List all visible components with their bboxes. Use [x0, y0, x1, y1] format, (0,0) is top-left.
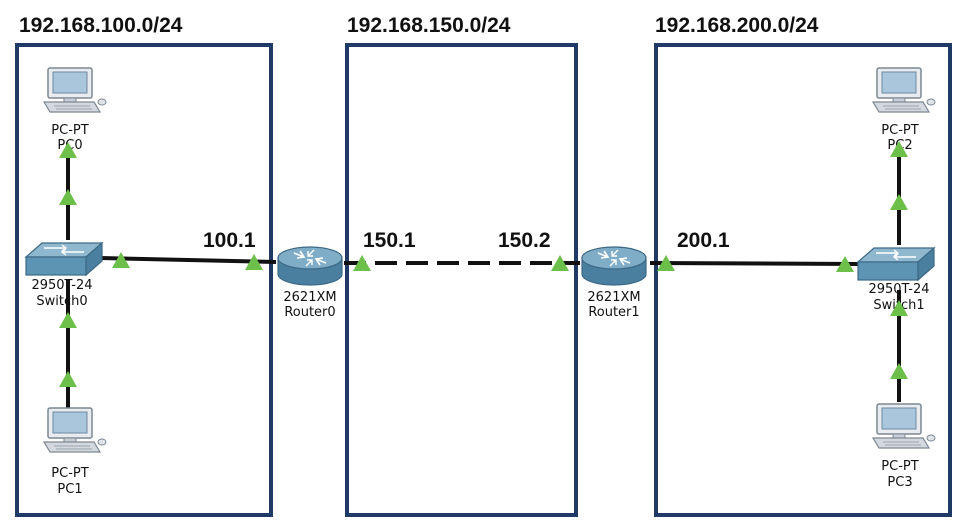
pc-icon — [872, 67, 936, 113]
router1-name: Router1 — [588, 305, 639, 320]
port-up-icon — [890, 141, 908, 157]
port-up-icon — [112, 252, 130, 268]
subnet-label-left: 192.168.100.0/24 — [19, 14, 183, 37]
port-up-icon — [59, 189, 77, 205]
pc-icon — [43, 67, 107, 113]
pc1-name: PC1 — [57, 482, 82, 497]
pc-icon — [872, 403, 936, 449]
router-icon — [581, 246, 647, 286]
switch0-model: 2950T-24 — [31, 278, 92, 293]
pc3-model: PC-PT — [881, 459, 918, 474]
pc3[interactable]: PC-PT PC3 — [872, 403, 936, 490]
pc2-model: PC-PT — [881, 123, 918, 138]
router1[interactable]: 2621XM Router1 — [581, 246, 647, 320]
pc1[interactable]: PC-PT PC1 — [43, 407, 107, 497]
pc2[interactable]: PC-PT PC2 — [872, 67, 936, 153]
switch0-name: Switch0 — [36, 294, 87, 309]
port-up-icon — [245, 254, 263, 270]
pc0-model: PC-PT — [51, 123, 88, 138]
port-up-icon — [59, 142, 77, 158]
pc1-model: PC-PT — [51, 466, 88, 481]
link-router1-switch1[interactable] — [649, 261, 863, 266]
subnet-frame-middle — [345, 43, 578, 517]
port-up-icon — [657, 255, 675, 271]
pc0[interactable]: PC-PT PC0 — [43, 67, 107, 153]
port-up-icon — [836, 256, 854, 272]
port-up-icon — [59, 312, 77, 328]
port-up-icon — [890, 363, 908, 379]
subnet-label-middle: 192.168.150.0/24 — [347, 14, 511, 37]
router0-model: 2621XM — [283, 290, 336, 305]
switch-icon — [857, 247, 935, 281]
switch1[interactable]: 2950T-24 Switch1 — [857, 247, 935, 313]
ip-label-router0-lan: 100.1 — [203, 229, 256, 252]
port-up-icon — [353, 255, 371, 271]
port-up-icon — [890, 194, 908, 210]
pc3-name: PC3 — [887, 475, 912, 490]
subnet-label-right: 192.168.200.0/24 — [655, 14, 819, 37]
pc-icon — [43, 407, 107, 453]
ip-label-router1-lan: 200.1 — [677, 229, 730, 252]
port-indicators — [59, 141, 908, 387]
port-up-icon — [59, 371, 77, 387]
switch-icon — [25, 242, 103, 276]
port-up-icon — [551, 255, 569, 271]
ip-label-router0-wan: 150.1 — [363, 229, 416, 252]
subnet-frame-left — [15, 43, 273, 517]
router0[interactable]: 2621XM Router0 — [277, 246, 343, 320]
router0-name: Router0 — [284, 305, 335, 320]
router-icon — [277, 246, 343, 286]
link-switch0-router0[interactable] — [99, 256, 277, 264]
pc0-name: PC0 — [57, 138, 82, 153]
ip-label-router1-wan: 150.2 — [498, 229, 551, 252]
switch1-model: 2950T-24 — [868, 282, 929, 297]
subnet-frame-right — [654, 43, 952, 517]
switch0[interactable]: 2950T-24 Switch0 — [25, 242, 103, 309]
router1-model: 2621XM — [587, 290, 640, 305]
links — [66, 148, 901, 410]
port-up-icon — [890, 300, 908, 316]
